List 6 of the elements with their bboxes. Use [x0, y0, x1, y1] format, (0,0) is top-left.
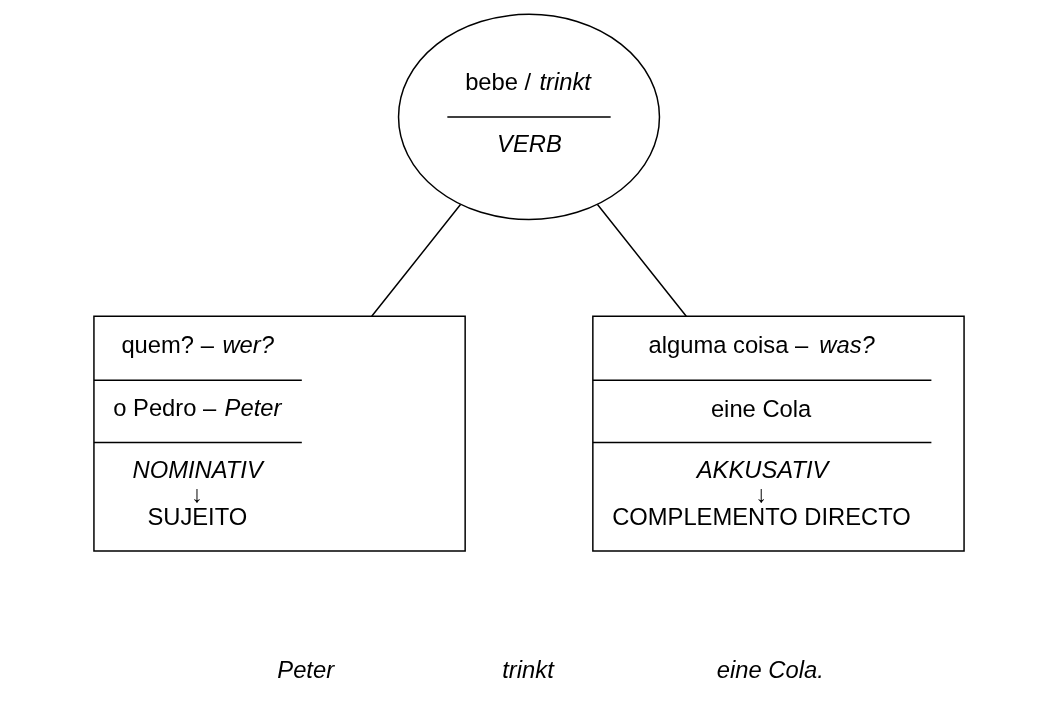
- connector: [371, 203, 462, 317]
- node-ellipse: bebe / trinkt VERB: [397, 13, 661, 221]
- label: eine Cola.: [716, 656, 824, 684]
- connector: [596, 203, 687, 317]
- label: Peter: [277, 656, 335, 684]
- label: trinkt: [502, 656, 554, 684]
